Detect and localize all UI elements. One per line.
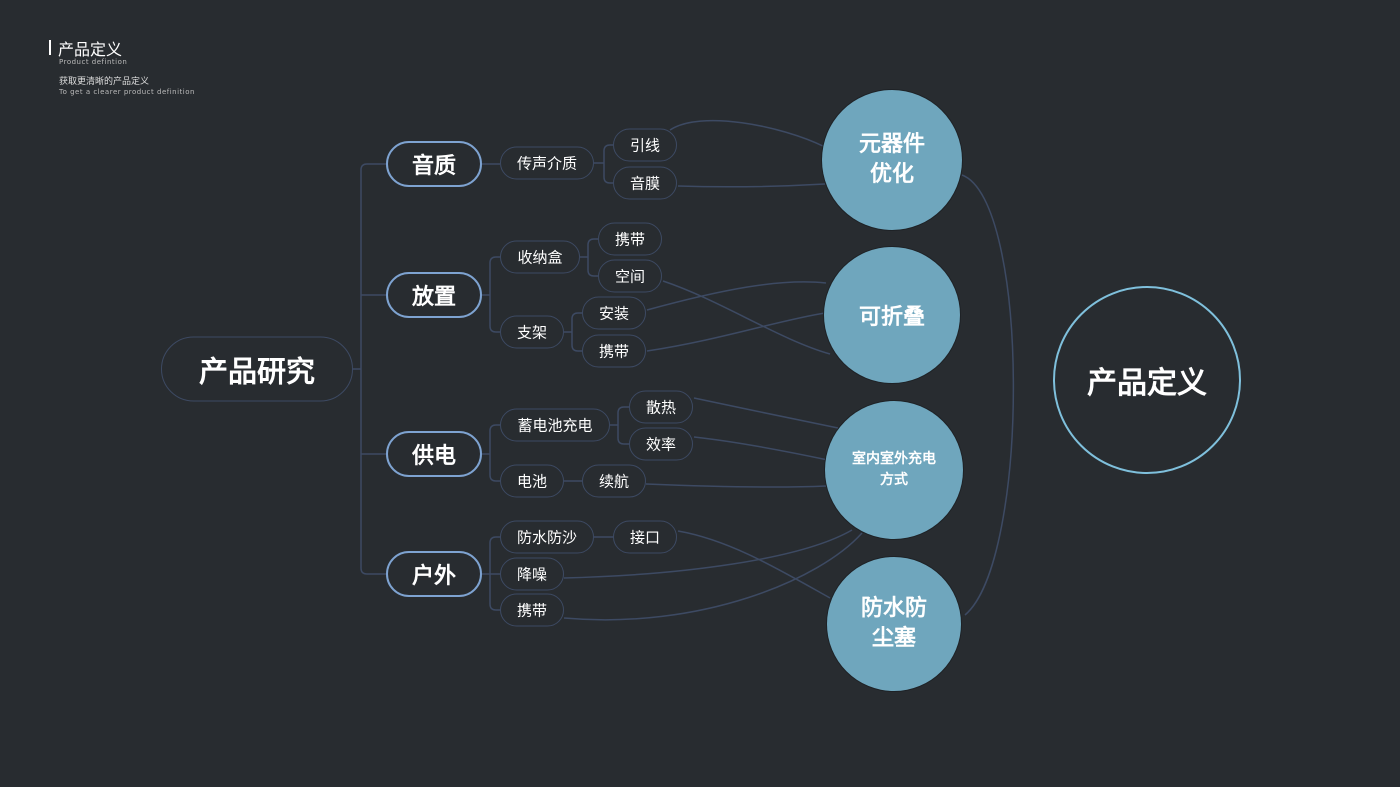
leaf-node[interactable]: 空间 — [598, 259, 662, 293]
outcome-label: 防水防 — [860, 596, 927, 621]
outcome-label: 元器件 — [858, 132, 925, 157]
branch-node-sound[interactable]: 音质 — [386, 141, 482, 187]
page-description-cn: 获取更清晰的产品定义 — [59, 77, 150, 87]
leaf-node[interactable]: 引线 — [613, 128, 677, 162]
leaf-node[interactable]: 散热 — [629, 390, 693, 424]
page-subtitle: Product defintion — [59, 58, 128, 66]
branch-node-placement[interactable]: 放置 — [386, 272, 482, 318]
leaf-node[interactable]: 携带 — [598, 222, 662, 256]
leaf-node[interactable]: 携带 — [582, 334, 646, 368]
final-node-product-definition[interactable]: 产品定义 — [1053, 286, 1241, 474]
sub-node[interactable]: 传声介质 — [500, 146, 594, 180]
sub-node[interactable]: 支架 — [500, 315, 564, 349]
outcome-label: 可折叠 — [858, 305, 925, 330]
root-node[interactable]: 产品研究 — [161, 336, 353, 402]
outcome-circle-charging[interactable]: 室内室外充电 方式 — [825, 401, 963, 539]
header-accent-bar — [49, 40, 51, 55]
leaf-node[interactable]: 安装 — [582, 296, 646, 330]
outcome-label: 方式 — [880, 472, 908, 488]
leaf-node[interactable]: 续航 — [582, 464, 646, 498]
sub-node[interactable]: 防水防沙 — [500, 520, 594, 554]
branch-node-power[interactable]: 供电 — [386, 431, 482, 477]
sub-node[interactable]: 电池 — [500, 464, 564, 498]
outcome-label: 尘塞 — [871, 626, 916, 651]
leaf-node[interactable]: 效率 — [629, 427, 693, 461]
page-description-en: To get a clearer product definition — [59, 88, 195, 96]
sub-node[interactable]: 降噪 — [500, 557, 564, 591]
outcome-circle-foldable[interactable]: 可折叠 — [824, 247, 960, 383]
sub-node[interactable]: 携带 — [500, 593, 564, 627]
sub-node[interactable]: 收纳盒 — [500, 240, 580, 274]
page-title: 产品定义 — [58, 40, 123, 59]
outcome-circle-components[interactable]: 元器件 优化 — [822, 90, 962, 230]
outcome-label: 室内室外充电 — [852, 451, 936, 467]
outcome-label: 优化 — [869, 162, 914, 187]
outcome-circle-waterproof-plug[interactable]: 防水防 尘塞 — [827, 557, 961, 691]
leaf-node[interactable]: 接口 — [613, 520, 677, 554]
branch-node-outdoor[interactable]: 户外 — [386, 551, 482, 597]
sub-node[interactable]: 蓄电池充电 — [500, 408, 610, 442]
leaf-node[interactable]: 音膜 — [613, 166, 677, 200]
